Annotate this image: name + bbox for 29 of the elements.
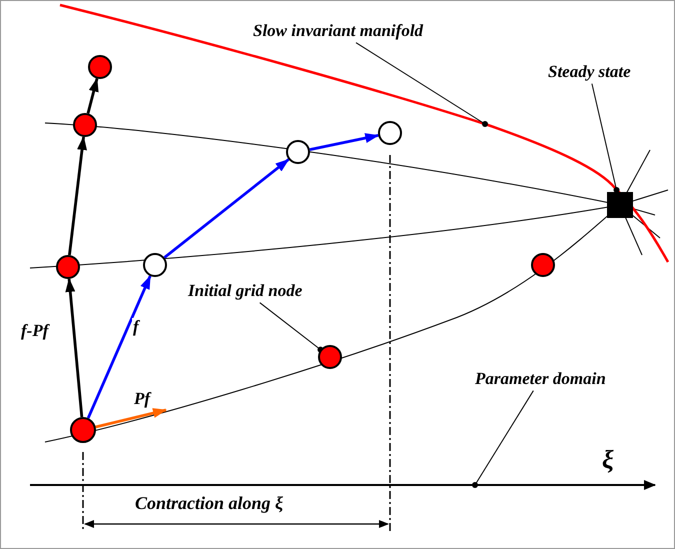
grid-node-label: Initial grid node: [188, 282, 302, 301]
edge-label: f-Pf: [20, 322, 50, 341]
filled-point: [318, 345, 342, 369]
dimension-label: Contraction along ξ: [135, 494, 284, 514]
arrow: [86, 275, 152, 419]
arrow: [95, 408, 167, 428]
edge-label: Pf: [133, 390, 152, 409]
filled-point: [73, 113, 97, 137]
manifold-label: Slow invariant manifold: [253, 22, 424, 41]
hollow-point: [378, 121, 402, 145]
filled-point: [531, 253, 555, 277]
arrow: [86, 78, 99, 114]
edge-label: f: [132, 318, 140, 337]
filled-point: [56, 255, 80, 279]
arrow: [309, 133, 380, 151]
arrow: [68, 136, 87, 256]
arrow: [164, 158, 290, 259]
parameter-domain-label: Parameter domain: [475, 370, 606, 389]
steady-state-label: Steady state: [548, 63, 631, 82]
filled-point: [88, 55, 112, 79]
hollow-point: [143, 253, 167, 277]
leader-line: [356, 42, 488, 127]
leader-line: [259, 302, 324, 353]
steady-state-marker: [607, 192, 633, 218]
filled-point: [70, 417, 96, 443]
arrow: [65, 278, 84, 418]
hollow-point: [286, 140, 310, 164]
leader-line: [472, 390, 534, 488]
leader-line: [591, 83, 620, 193]
